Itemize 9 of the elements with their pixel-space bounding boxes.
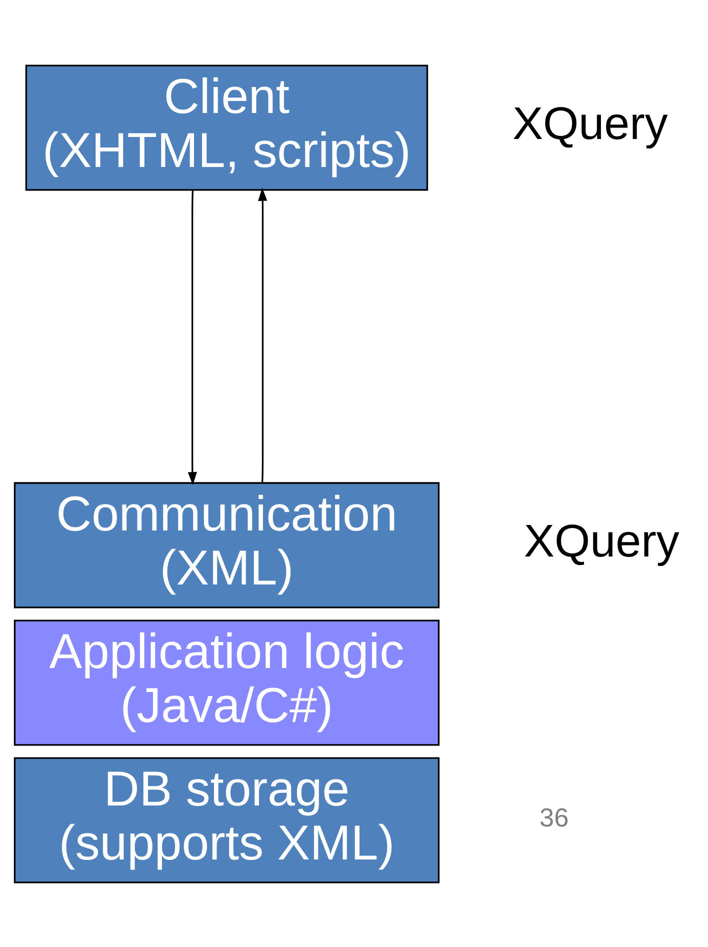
node-box: Client (XHTML, scripts): [25, 64, 428, 190]
arrow: [188, 190, 198, 485]
label: XQuery: [512, 98, 668, 149]
node-box: DB storage (supports XML): [14, 756, 440, 883]
node-box: Application logic (Java/C#): [14, 619, 440, 746]
label: 36: [540, 802, 569, 832]
arrow: [258, 187, 268, 482]
label: XQuery: [524, 515, 680, 566]
node-box: Communication (XML): [14, 482, 440, 608]
